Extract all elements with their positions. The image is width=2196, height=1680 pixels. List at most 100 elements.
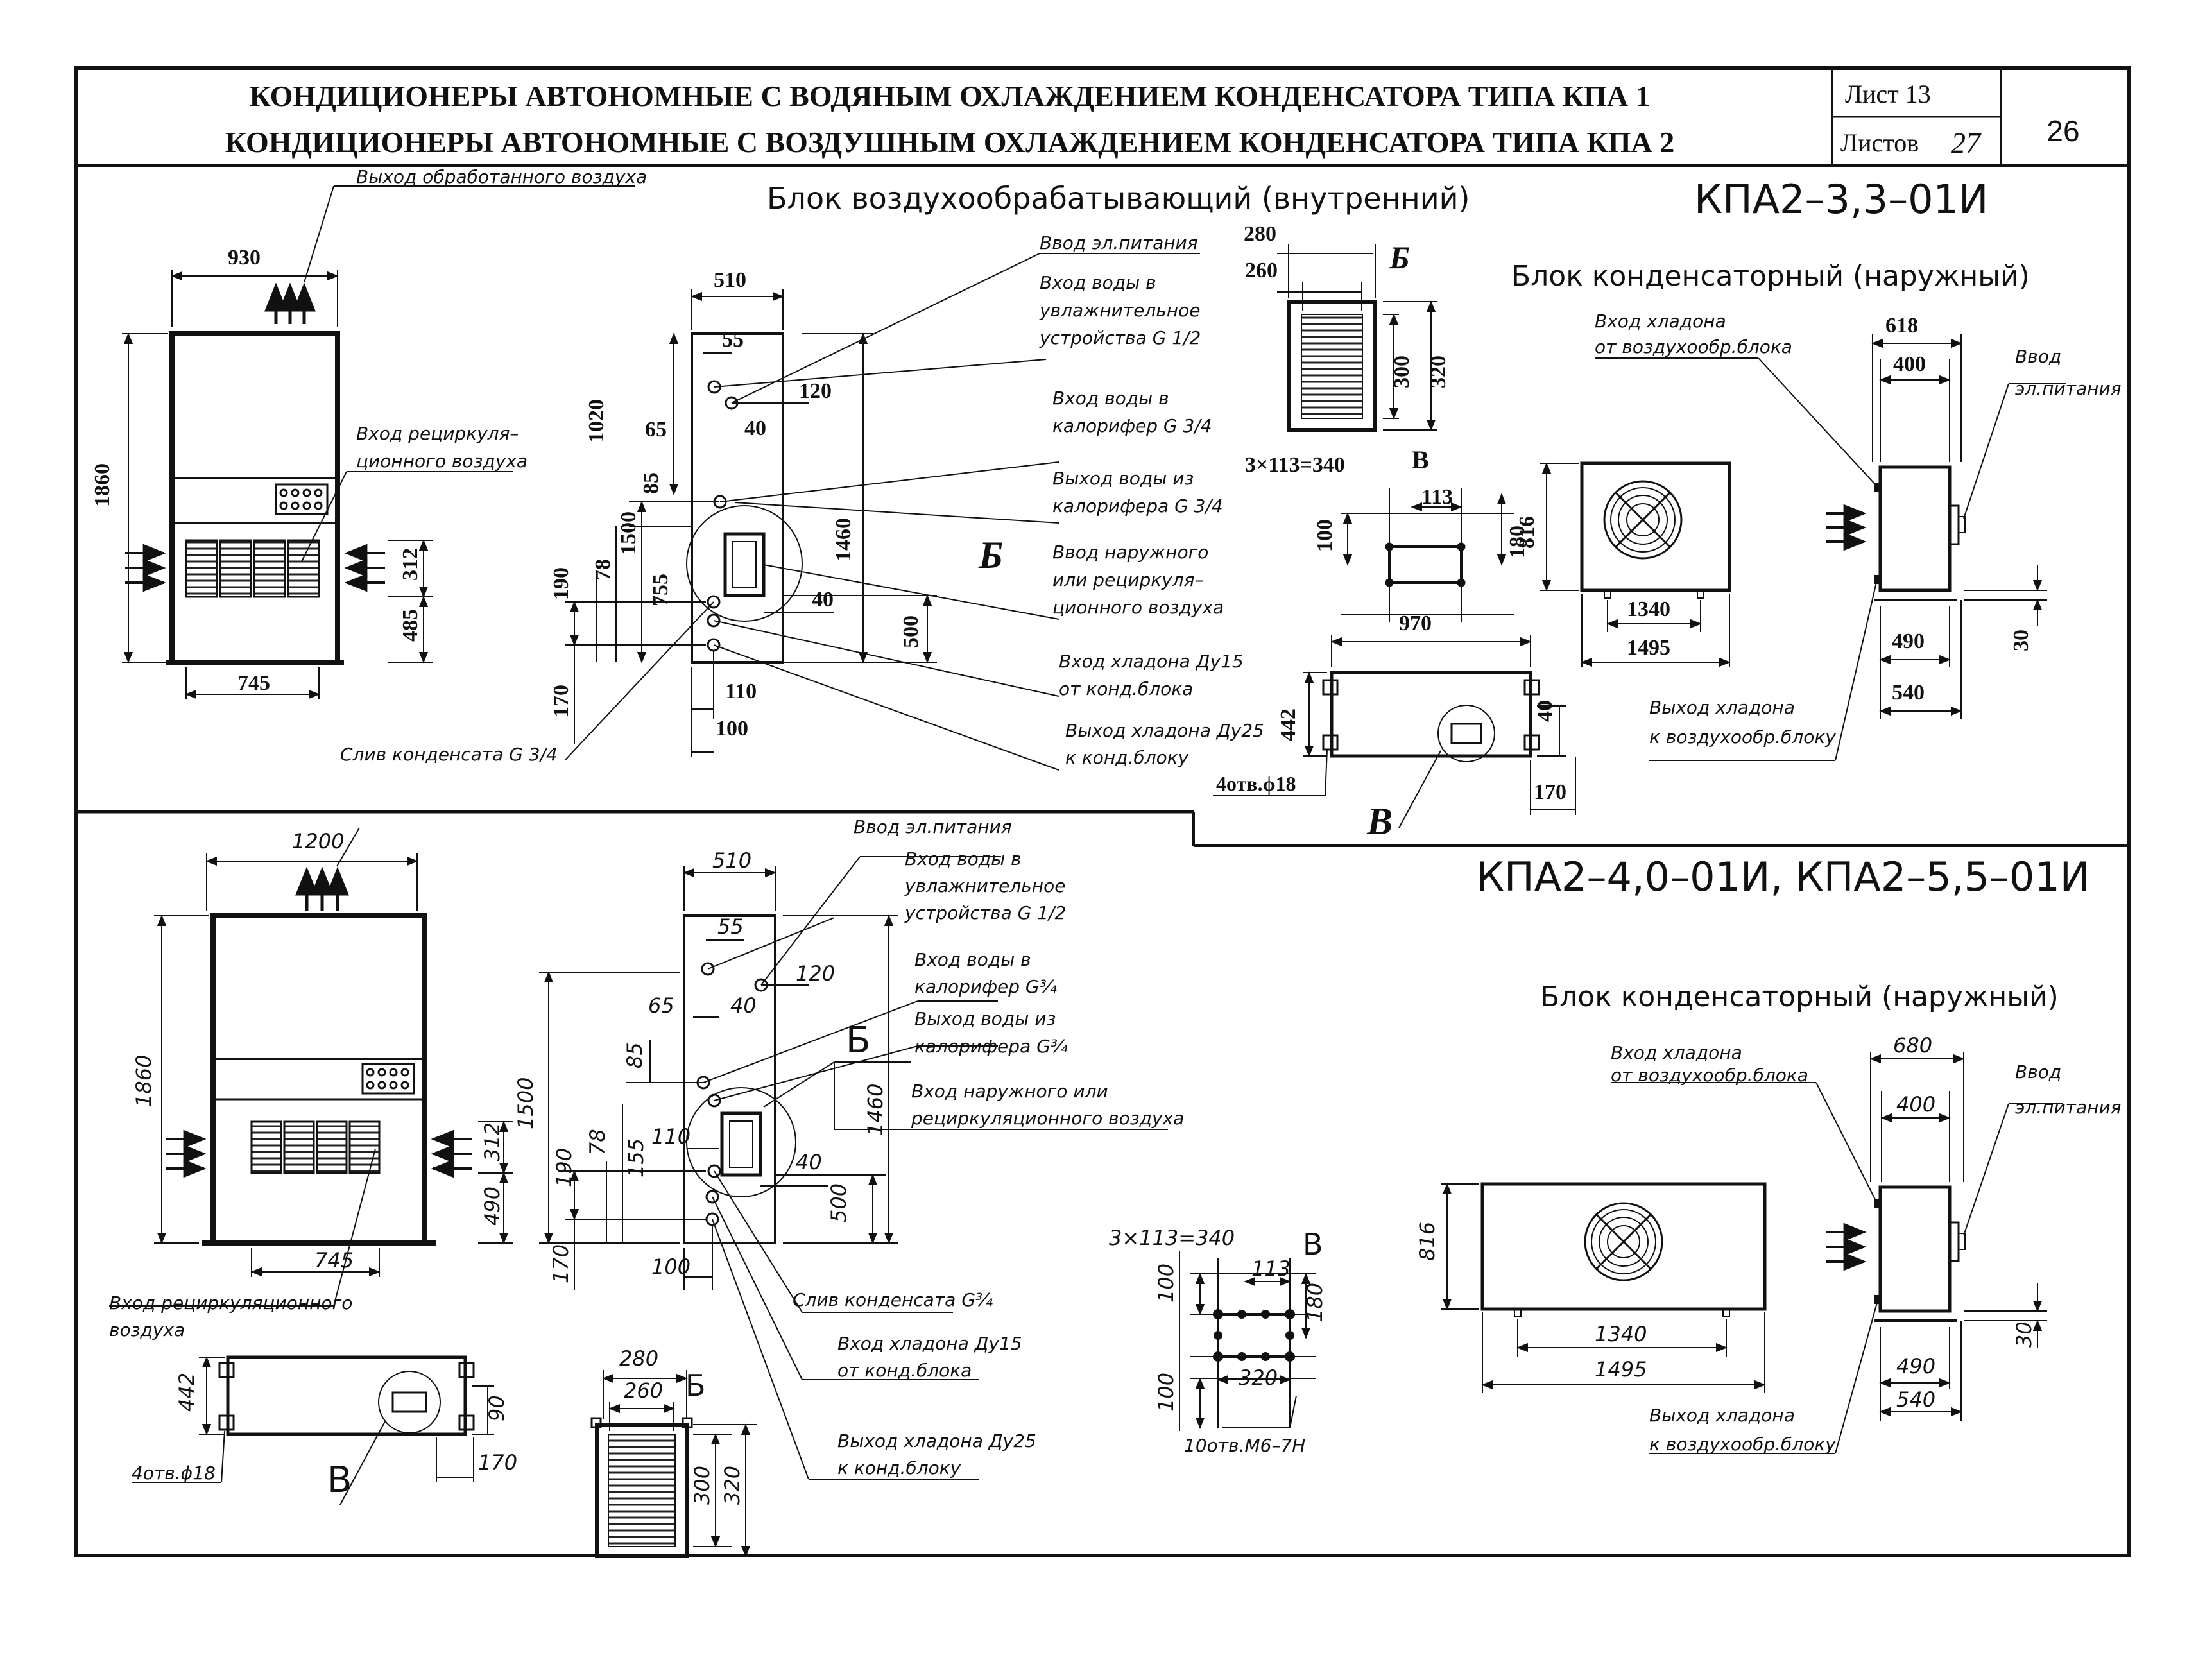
s1-cond-power-1: Ввод: [2015, 346, 2061, 367]
dim2-v180: 180: [1303, 1283, 1327, 1322]
s2-refr-in-1: Вход хладона Ду15: [837, 1333, 1022, 1354]
s1-view-v-label: В: [1412, 445, 1429, 474]
s2-refr-in-2: от конд.блока: [837, 1360, 972, 1381]
s2-hum-3: устройства G 1/2: [904, 902, 1066, 923]
s1-refr-in-1: Вход хладона Ду15: [1059, 651, 1244, 672]
s1-air-out-arrows: [264, 282, 316, 324]
s1-control-panel: [275, 483, 329, 515]
dim-65: 65: [645, 418, 667, 441]
dim2-c816: 816: [1415, 1222, 1439, 1261]
page-number: 26: [2046, 114, 2079, 148]
s2-view-v-marker: В: [327, 1459, 352, 1501]
s2-condenser-front: [1441, 1182, 1767, 1393]
dim2-1200: 1200: [292, 829, 344, 853]
dim-120: 120: [799, 379, 832, 403]
dim2-65: 65: [648, 993, 674, 1018]
dim-930: 930: [228, 246, 261, 270]
s2-refr-out-1: Выход хладона Ду25: [837, 1430, 1036, 1452]
s1-refr-out-2: к конд.блоку: [1065, 747, 1189, 768]
s1-hum-label-2: увлажнительное: [1039, 300, 1200, 321]
s1-foundation-plan: [1213, 635, 1576, 828]
dim2-100: 100: [651, 1255, 691, 1279]
sheet-label: Лист 13: [1845, 80, 1931, 108]
title-line-2: КОНДИЦИОНЕРЫ АВТОНОМНЫЕ С ВОЗДУШНЫМ ОХЛА…: [225, 126, 1675, 159]
dim2-120: 120: [796, 961, 835, 986]
s2-heater-in-1: Вход воды в: [914, 949, 1031, 970]
s1-power-label: Ввод эл.питания: [1040, 232, 1198, 253]
dim-500: 500: [899, 615, 923, 648]
dim2-55: 55: [717, 914, 744, 939]
dim2-c1340: 1340: [1595, 1322, 1647, 1346]
s1-cond-refr-in-2: от воздухообр.блока: [1595, 336, 1792, 357]
s2-recirc-2: воздуха: [109, 1319, 185, 1341]
dim-f442: 442: [1276, 708, 1300, 741]
dim2-c400: 400: [1896, 1092, 1935, 1117]
dim2-v100b: 100: [1154, 1373, 1178, 1412]
dim-110: 110: [725, 680, 757, 703]
dim-78: 78: [591, 559, 615, 581]
dim-v180: 180: [1505, 526, 1529, 558]
s1-indoor-front-view: [122, 185, 635, 699]
s1-cond-refr-out-2: к воздухообр.блоку: [1649, 726, 1836, 748]
s2-cond-power-2: эл.питания: [2015, 1097, 2121, 1118]
dim2-b280: 280: [619, 1346, 658, 1371]
dim-v3x113: 3×113=340: [1245, 453, 1345, 477]
s1-outdoor-title: Блок конденсаторный (наружный): [1511, 260, 2030, 293]
dim2-v113: 113: [1251, 1256, 1291, 1281]
s1-heater-in-2: калорифер G 3/4: [1052, 415, 1212, 436]
sheet-frame: [74, 66, 2131, 1557]
sheets-count: 27: [1951, 126, 1982, 159]
dim-170: 170: [549, 685, 573, 717]
dim2-40b: 40: [796, 1150, 822, 1174]
dim-312: 312: [399, 548, 422, 581]
s1-cond-power-2: эл.питания: [2015, 378, 2121, 399]
s2-indoor-side-view: [539, 856, 1168, 1480]
s1-view-b-marker: Б: [978, 534, 1003, 576]
s1-front-dim-lines: [122, 270, 433, 699]
s1-air-grilles: [185, 539, 320, 598]
s1-view-b: [1277, 244, 1437, 432]
dim2-v100a: 100: [1154, 1264, 1178, 1303]
dim2-1860: 1860: [132, 1055, 156, 1107]
dim-1860: 1860: [90, 463, 114, 507]
dim-v100: 100: [1313, 519, 1337, 552]
s2-callouts: Ввод эл.питания Вход воды в увлажнительн…: [109, 816, 2121, 1484]
s1-hum-label-3: устройства G 1/2: [1039, 327, 1201, 348]
dim-b300: 300: [1390, 356, 1414, 388]
s1-side-dim-lines: [565, 289, 937, 757]
s1-heater-out-2: калорифера G 3/4: [1052, 495, 1223, 517]
dim-485: 485: [399, 609, 422, 642]
dim2-f442: 442: [175, 1373, 199, 1412]
dim2-c1495: 1495: [1595, 1357, 1647, 1382]
s1-view-v-marker: В: [1366, 800, 1393, 843]
s2-cond-refr-in-1: Вход хладона: [1611, 1042, 1742, 1063]
s1-condenser-side: [1595, 334, 2066, 761]
s2-heater-out-2: калорифера G¾: [914, 1036, 1068, 1057]
s2-view-v-label: В: [1303, 1227, 1323, 1262]
s2-dimensions: 1200 1860 745 312 490 510 55 120 40 65 8…: [132, 829, 2036, 1505]
dim2-b320: 320: [720, 1466, 744, 1505]
dim-c540: 540: [1892, 681, 1925, 705]
dim-f970: 970: [1399, 612, 1432, 635]
dim2-500: 500: [827, 1183, 851, 1222]
s1-model-title: КПА2–3,3–01И: [1694, 176, 1988, 223]
s1-view-v: [1341, 488, 1514, 622]
dim-1020: 1020: [585, 399, 608, 443]
dim2-1460: 1460: [863, 1084, 888, 1136]
dim2-110: 110: [651, 1124, 691, 1149]
s2-outdoor-title: Блок конденсаторный (наружный): [1540, 981, 2059, 1013]
dim-c30: 30: [2009, 630, 2033, 651]
s2-view-b-marker: Б: [846, 1020, 870, 1061]
dim2-312: 312: [480, 1122, 504, 1161]
s2-model-title: КПА2–4,0–01И, КПА2–5,5–01И: [1476, 853, 2089, 900]
dim-f170: 170: [1534, 780, 1566, 804]
dim2-v3x113: 3×113=340: [1109, 1226, 1235, 1250]
dim-40a: 40: [744, 416, 766, 440]
dim-b280: 280: [1244, 222, 1276, 246]
s1-dimensions: 930 1860 745 312 485 510 55 120 40 1020 …: [90, 222, 2033, 804]
s1-front-leaders: [301, 185, 635, 562]
dim2-190: 190: [552, 1148, 576, 1187]
s1-refr-out-1: Выход хладона Ду25: [1065, 720, 1264, 741]
dim-510: 510: [714, 268, 746, 292]
dim-b320: 320: [1427, 356, 1450, 388]
